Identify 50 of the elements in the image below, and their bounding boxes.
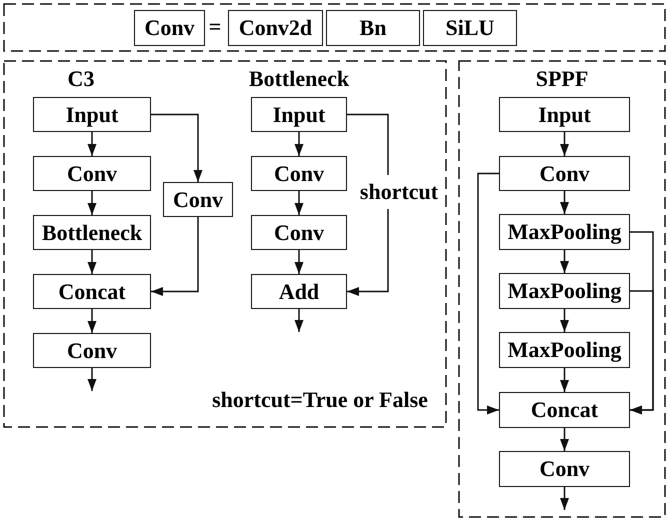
arrow	[151, 217, 199, 296]
process-box: Input	[251, 97, 347, 132]
arrow	[560, 132, 569, 156]
process-box: Bottleneck	[33, 215, 151, 250]
process-box: Conv	[134, 10, 205, 46]
process-box: Conv	[163, 182, 233, 217]
arrow	[560, 250, 569, 273]
arrow	[560, 428, 569, 451]
process-box: SiLU	[423, 10, 517, 46]
arrow	[151, 114, 202, 182]
text-label: C3	[68, 68, 94, 90]
dashed-panel	[458, 60, 666, 518]
dashed-panel	[3, 3, 666, 52]
process-box: MaxPooling	[499, 214, 630, 250]
process-box: Input	[33, 97, 151, 132]
arrow	[294, 132, 304, 156]
process-box: Conv2d	[228, 10, 323, 46]
process-box: Conv	[499, 156, 630, 191]
process-box: Concat	[33, 274, 151, 309]
panel-heading: SPPF	[536, 68, 588, 90]
arrow	[88, 250, 96, 274]
arrow	[560, 487, 569, 510]
process-box: Conv	[251, 156, 347, 191]
dashed-panel	[3, 60, 447, 428]
arrow	[88, 132, 96, 156]
process-box: Conv	[33, 156, 151, 191]
process-box: Input	[499, 97, 630, 132]
arrow	[560, 191, 569, 214]
arrow	[88, 368, 96, 391]
process-box: Conv	[499, 451, 630, 487]
arrow	[88, 191, 96, 215]
arrow	[294, 191, 304, 215]
arrow	[560, 309, 569, 332]
process-box: Conv	[251, 215, 347, 250]
process-box: MaxPooling	[499, 273, 630, 309]
text-label: Bottleneck	[248, 68, 350, 90]
process-box: MaxPooling	[499, 332, 630, 368]
arrow	[630, 290, 654, 414]
process-box: Bn	[326, 10, 420, 46]
process-box: Conv	[33, 333, 151, 368]
arrow	[560, 368, 569, 392]
process-box: Add	[251, 274, 347, 309]
arrow	[88, 309, 96, 333]
text-label: shortcut=True or False	[212, 389, 428, 411]
arrow	[477, 172, 499, 414]
arrow	[294, 250, 304, 274]
text-label: =	[208, 16, 222, 38]
edge-label: shortcut	[360, 175, 438, 209]
process-box: Concat	[499, 392, 630, 428]
arrow	[294, 309, 304, 332]
